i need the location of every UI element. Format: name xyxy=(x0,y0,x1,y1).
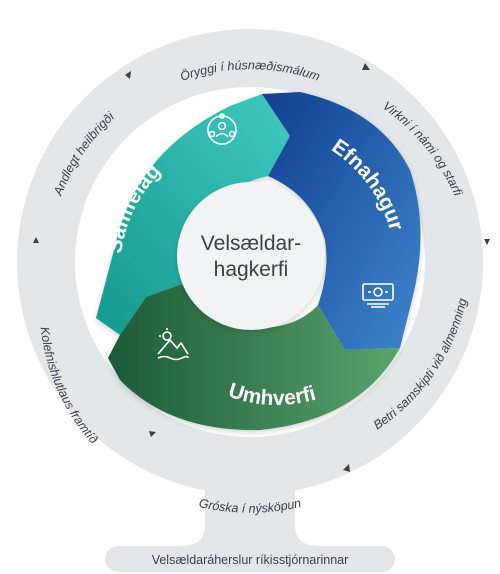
arrow-icon xyxy=(343,464,350,472)
footer-label: Velsældaráherslur ríkisstjórnarinnar xyxy=(152,553,349,567)
ring-label-bottom: Gróska í nýsköpun xyxy=(198,496,303,516)
footer-banner: Velsældaráherslur ríkisstjórnarinnar xyxy=(105,546,395,572)
center-line-1: Velsældar- xyxy=(201,232,301,255)
arrow-icon xyxy=(484,239,490,245)
arrow-icon xyxy=(362,63,370,70)
banknote-icon xyxy=(362,283,394,308)
center-line-2: hagkerfi xyxy=(214,258,289,281)
segment-efnahagur[interactable] xyxy=(262,92,421,350)
arrow-icon xyxy=(125,71,131,79)
arrow-icon xyxy=(33,237,39,243)
arrow-icon xyxy=(149,431,156,437)
mountain-sun-icon xyxy=(157,328,189,361)
segment-umhverfi[interactable] xyxy=(108,283,400,431)
people-circle-icon xyxy=(207,113,237,145)
ring-arrows xyxy=(33,63,490,472)
